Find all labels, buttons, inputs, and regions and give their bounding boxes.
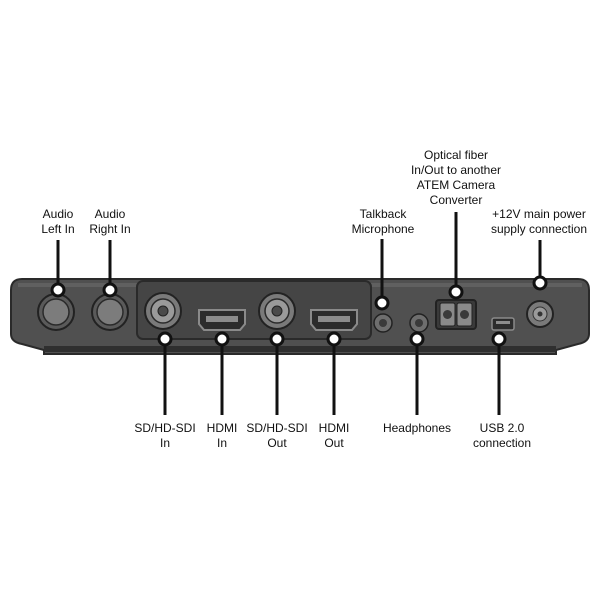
callout-dot-headphones <box>409 331 425 347</box>
talkback-microphone-jack <box>373 313 393 333</box>
label-talkback-microphone: Talkback Microphone <box>352 207 415 237</box>
label-sdi-out: SD/HD-SDI Out <box>246 421 307 451</box>
label-headphones: Headphones <box>383 421 451 436</box>
label-usb-line2: connection <box>472 436 532 450</box>
power-connector <box>526 300 554 328</box>
label-audio-left-in-line1: Audio <box>42 207 74 221</box>
callout-lines <box>56 212 542 415</box>
label-audio-right-in-line2: Right In <box>89 222 131 236</box>
audio-left-in-connector <box>37 293 75 331</box>
label-power-supply: +12V main power supply connection <box>491 207 587 237</box>
label-sdi-in: SD/HD-SDI In <box>134 421 195 451</box>
label-headphones-line1: Headphones <box>382 421 452 435</box>
audio-right-in-connector <box>91 293 129 331</box>
label-hdmi-out-line1: HDMI <box>318 421 350 435</box>
label-power-line1: +12V main power <box>492 207 586 221</box>
label-optical-line4: Converter <box>429 193 483 207</box>
label-hdmi-in-line2: In <box>216 436 228 450</box>
label-audio-right-in: Audio Right In <box>89 207 130 237</box>
callout-dot-power <box>532 275 548 291</box>
usb-connector <box>491 317 515 331</box>
sdi-out-connector <box>258 292 296 330</box>
callout-dot-optical <box>448 284 464 300</box>
label-usb: USB 2.0 connection <box>473 421 531 451</box>
label-audio-left-in: Audio Left In <box>41 207 74 237</box>
label-optical-line2: In/Out to another <box>410 163 502 177</box>
label-talkback-line1: Talkback <box>359 207 407 221</box>
optical-fiber-connector <box>435 299 477 330</box>
label-audio-left-in-line2: Left In <box>41 222 75 236</box>
label-sdi-out-line2: Out <box>267 436 287 450</box>
hdmi-in-connector <box>198 309 246 331</box>
label-usb-line1: USB 2.0 <box>479 421 525 435</box>
callout-dot-hdmi-out <box>326 331 342 347</box>
label-hdmi-in-line1: HDMI <box>206 421 238 435</box>
label-power-line2: supply connection <box>490 222 588 236</box>
label-optical-line1: Optical fiber <box>423 148 489 162</box>
callout-dot-audio-right <box>102 282 118 298</box>
callout-dot-usb <box>491 331 507 347</box>
label-hdmi-in: HDMI In <box>207 421 238 451</box>
callout-dot-sdi-in <box>157 331 173 347</box>
label-talkback-line2: Microphone <box>351 222 415 236</box>
label-audio-right-in-line1: Audio <box>94 207 126 221</box>
label-optical-fiber: Optical fiber In/Out to another ATEM Cam… <box>411 148 501 208</box>
label-hdmi-out-line2: Out <box>324 436 344 450</box>
label-hdmi-out: HDMI Out <box>319 421 350 451</box>
label-sdi-out-line1: SD/HD-SDI <box>246 421 308 435</box>
headphones-jack <box>409 313 429 333</box>
label-sdi-in-line2: In <box>159 436 170 450</box>
callout-dot-sdi-out <box>269 331 285 347</box>
hdmi-out-connector <box>310 309 358 331</box>
sdi-in-connector <box>144 292 182 330</box>
label-sdi-in-line1: SD/HD-SDI <box>134 421 196 435</box>
callout-dot-talkback <box>374 295 390 311</box>
callout-dots <box>50 275 548 347</box>
label-optical-line3: ATEM Camera <box>416 178 496 192</box>
callout-dot-audio-left <box>50 282 66 298</box>
callout-dot-hdmi-in <box>214 331 230 347</box>
